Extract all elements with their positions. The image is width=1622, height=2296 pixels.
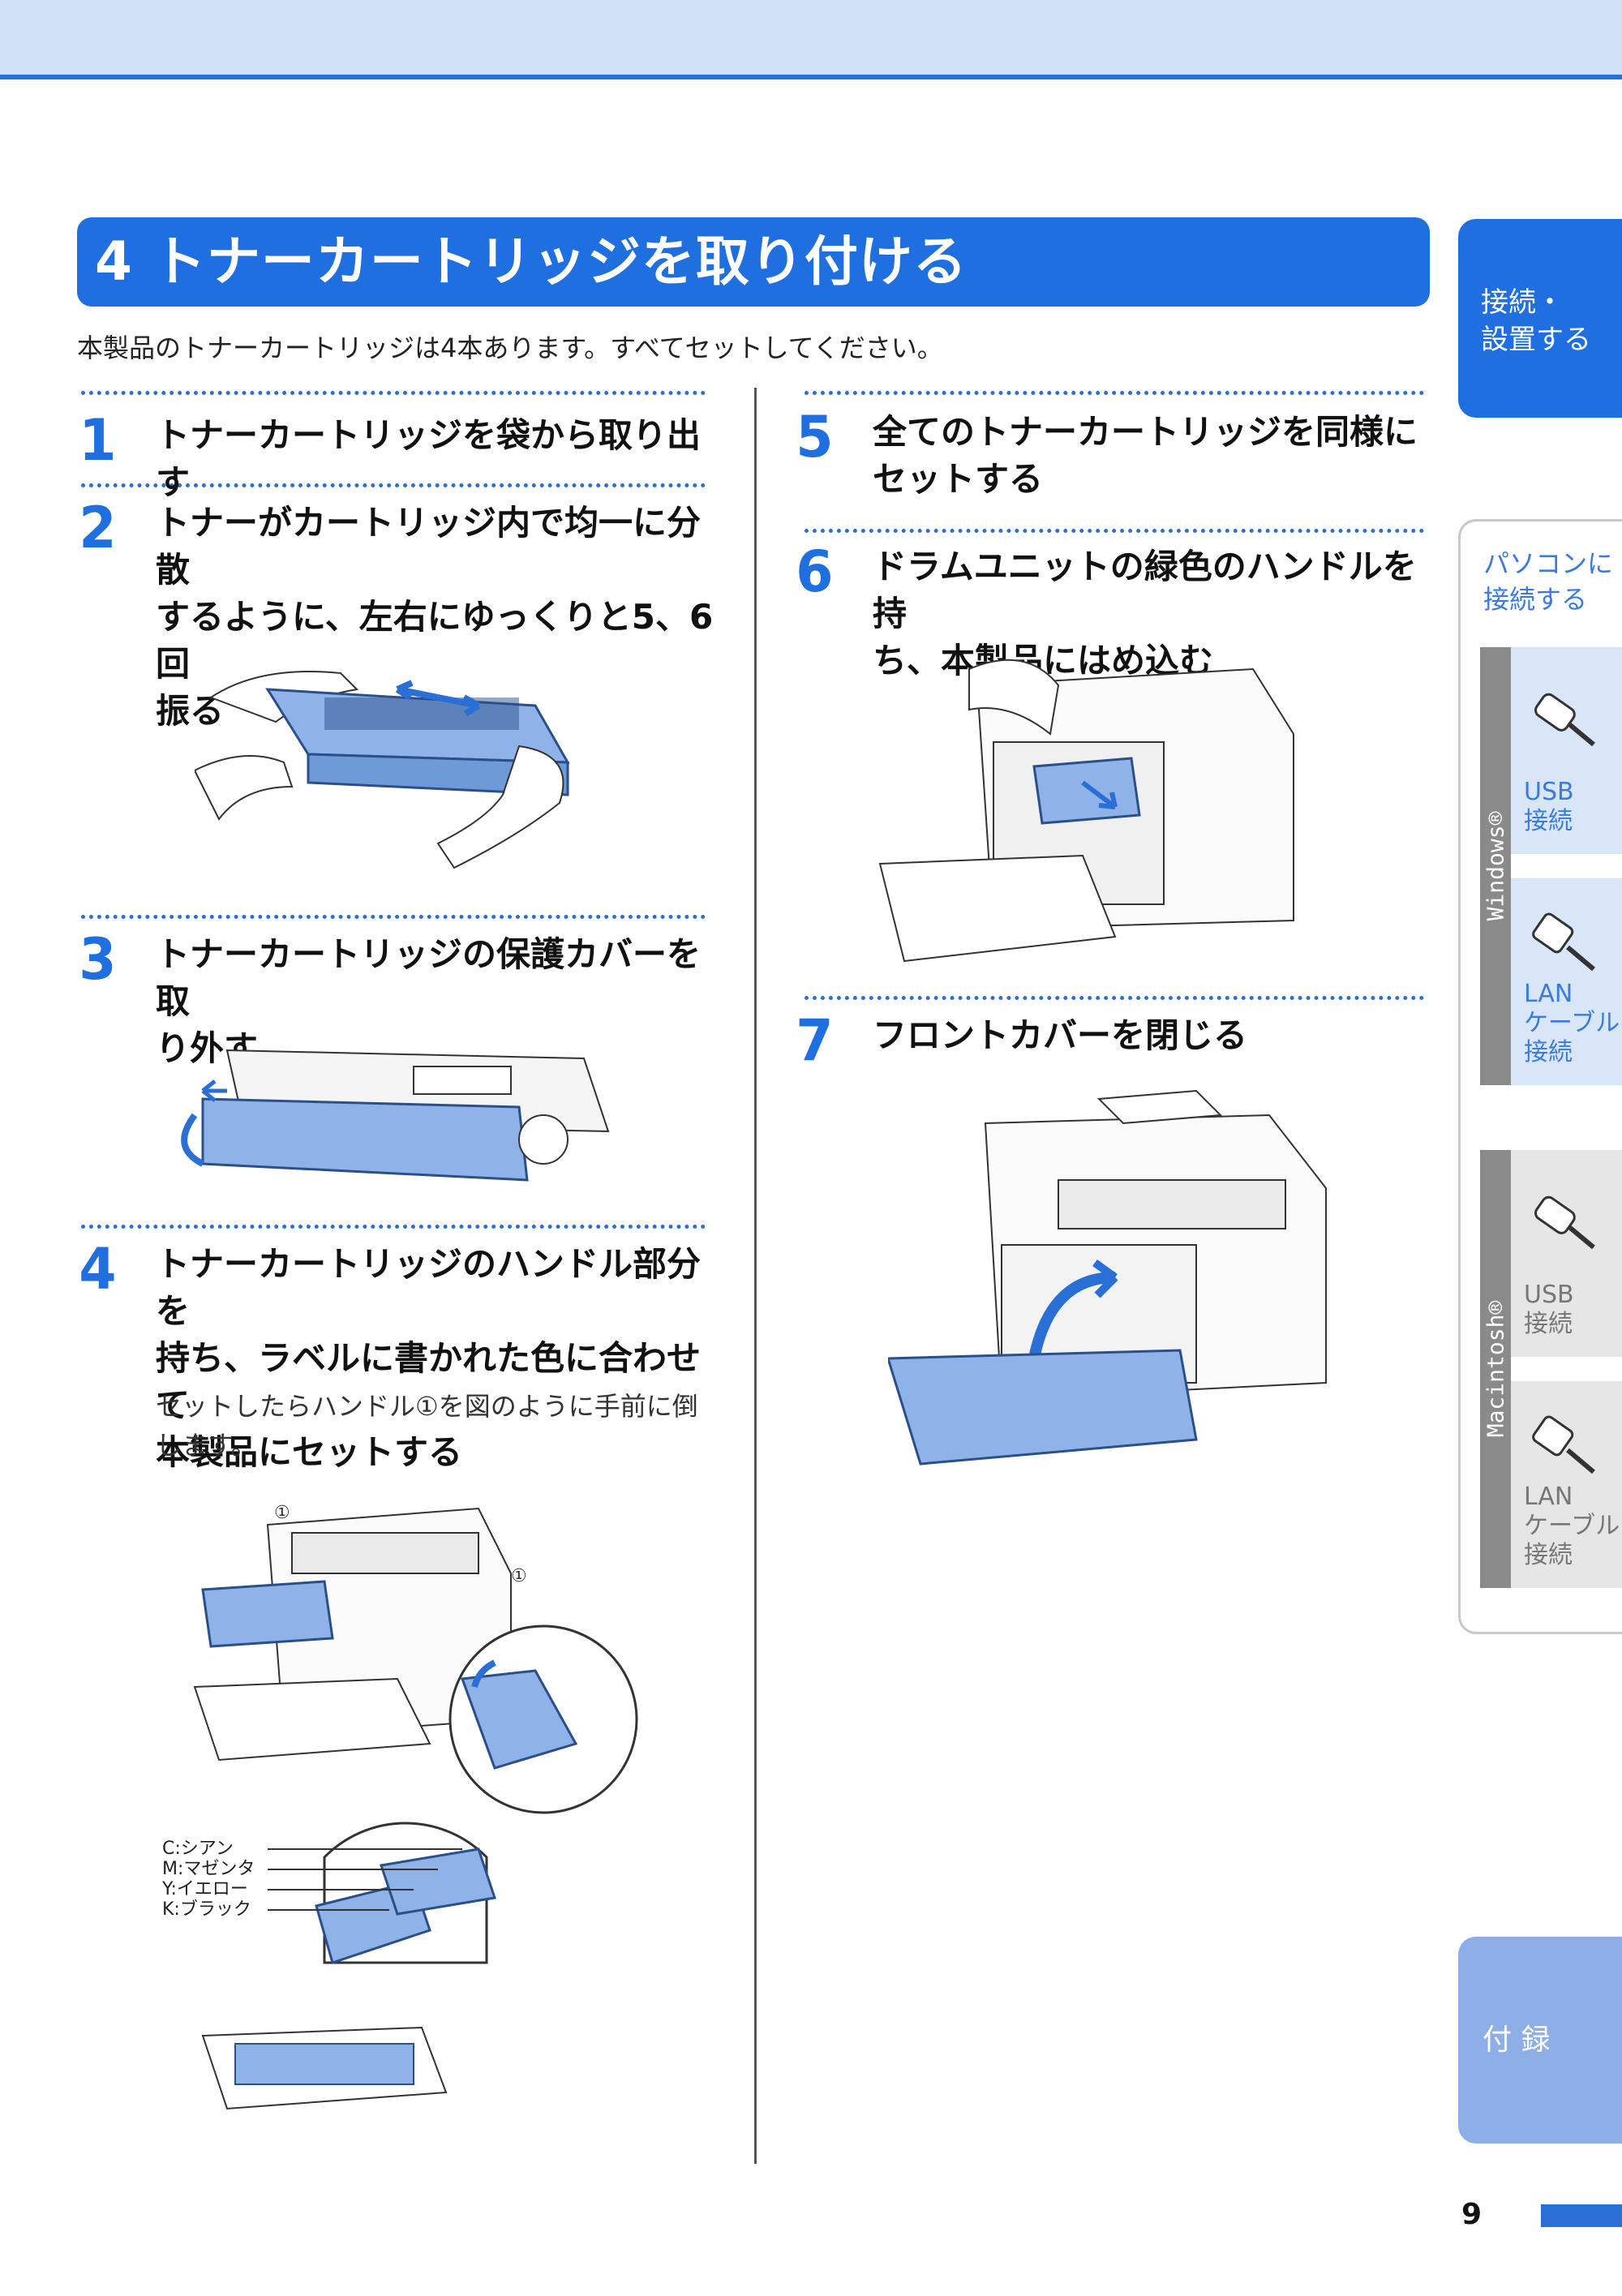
divider xyxy=(805,529,1424,533)
step-number: 5 xyxy=(796,404,834,470)
mac-label: Macintosh® xyxy=(1482,1300,1509,1438)
divider xyxy=(81,915,706,919)
windows-lan-tab[interactable]: LAN ケーブル 接続 xyxy=(1511,878,1622,1085)
step-number: 4 xyxy=(79,1236,117,1302)
windows-lan-label: LAN ケーブル 接続 xyxy=(1524,980,1620,1066)
color-label-black: K:ブラック xyxy=(162,1899,251,1920)
sidebar-tab-connect[interactable]: 接続・ 設置する xyxy=(1458,219,1622,418)
step-number: 7 xyxy=(796,1007,834,1074)
lan-plug-icon xyxy=(1532,912,1595,972)
mac-usb-label: USB 接続 xyxy=(1524,1281,1574,1338)
step-number: 6 xyxy=(796,539,834,605)
callout-marker: ① xyxy=(274,1503,290,1523)
section-intro: 本製品のトナーカートリッジは4本あります。すべてセットしてください。 xyxy=(77,333,943,363)
column-divider xyxy=(754,388,757,2164)
mac-lan-tab[interactable]: LAN ケーブル 接続 xyxy=(1511,1381,1622,1588)
mac-lan-label: LAN ケーブル 接続 xyxy=(1524,1483,1620,1569)
mac-bar: Macintosh® xyxy=(1480,1150,1511,1588)
callout-marker: ① xyxy=(511,1566,527,1586)
step-text: 全てのトナーカートリッジを同様に セットする xyxy=(873,412,1418,499)
step-number: 2 xyxy=(79,495,117,561)
section-title: 4 トナーカートリッジを取り付ける xyxy=(77,217,1430,307)
step-text: トナーカートリッジのハンドル部分を 持ち、ラベルに書かれた色に合わせて 本製品に… xyxy=(156,1244,702,1472)
windows-bar: Windows® xyxy=(1480,647,1511,1085)
color-label-cyan: C:シアン xyxy=(162,1839,234,1859)
page-number: 9 xyxy=(1461,2198,1483,2231)
divider xyxy=(81,1225,706,1229)
divider xyxy=(805,391,1424,395)
step-note: セットしたらハンドル①を図のように手前に倒 します。 xyxy=(156,1391,698,1461)
windows-usb-label: USB 接続 xyxy=(1524,778,1574,835)
page-marker xyxy=(1541,2204,1622,2227)
step-number: 3 xyxy=(79,926,117,993)
color-label-magenta: M:マゼンタ xyxy=(162,1859,255,1879)
lan-plug-icon xyxy=(1532,1415,1595,1474)
step-text: トナーカートリッジを袋から取り出す xyxy=(156,415,702,502)
close-cover-illustration xyxy=(888,1089,1327,1466)
sidebar-pc-label: パソコンに 接続する xyxy=(1483,548,1614,615)
divider xyxy=(805,996,1424,1000)
usb-plug-icon xyxy=(1534,1195,1595,1250)
step-text: フロントカバーを閉じる xyxy=(873,1015,1248,1055)
step-text: トナーカートリッジの保護カバーを取 り外す xyxy=(156,934,702,1068)
sidebar-tab-pc[interactable]: パソコンに 接続する Windows® USB 接続 LAN ケーブル 接続 M… xyxy=(1458,519,1622,1634)
divider xyxy=(81,483,706,487)
divider xyxy=(81,391,706,395)
drum-insert-illustration xyxy=(878,659,1294,963)
color-label-yellow: Y:イエロー xyxy=(161,1879,248,1899)
step-text: トナーがカートリッジ内で均一に分散 するように、左右にゆっくりと5、6回 振る xyxy=(156,503,714,731)
shake-cartridge-illustration xyxy=(195,671,570,869)
top-banner xyxy=(0,0,1622,79)
install-cartridge-illustration: ① ① C:シアン M:マゼンタ Y:イエロー K:ブラック xyxy=(161,1503,638,2110)
mac-usb-tab[interactable]: USB 接続 xyxy=(1511,1150,1622,1357)
remove-cover-illustration xyxy=(181,1049,610,1182)
step-number: 1 xyxy=(79,407,117,474)
windows-usb-tab[interactable]: USB 接続 xyxy=(1511,647,1622,854)
sidebar-tab-appendix[interactable]: 付 録 xyxy=(1458,1937,1622,2144)
windows-label: Windows® xyxy=(1482,811,1509,921)
usb-plug-icon xyxy=(1534,693,1595,747)
